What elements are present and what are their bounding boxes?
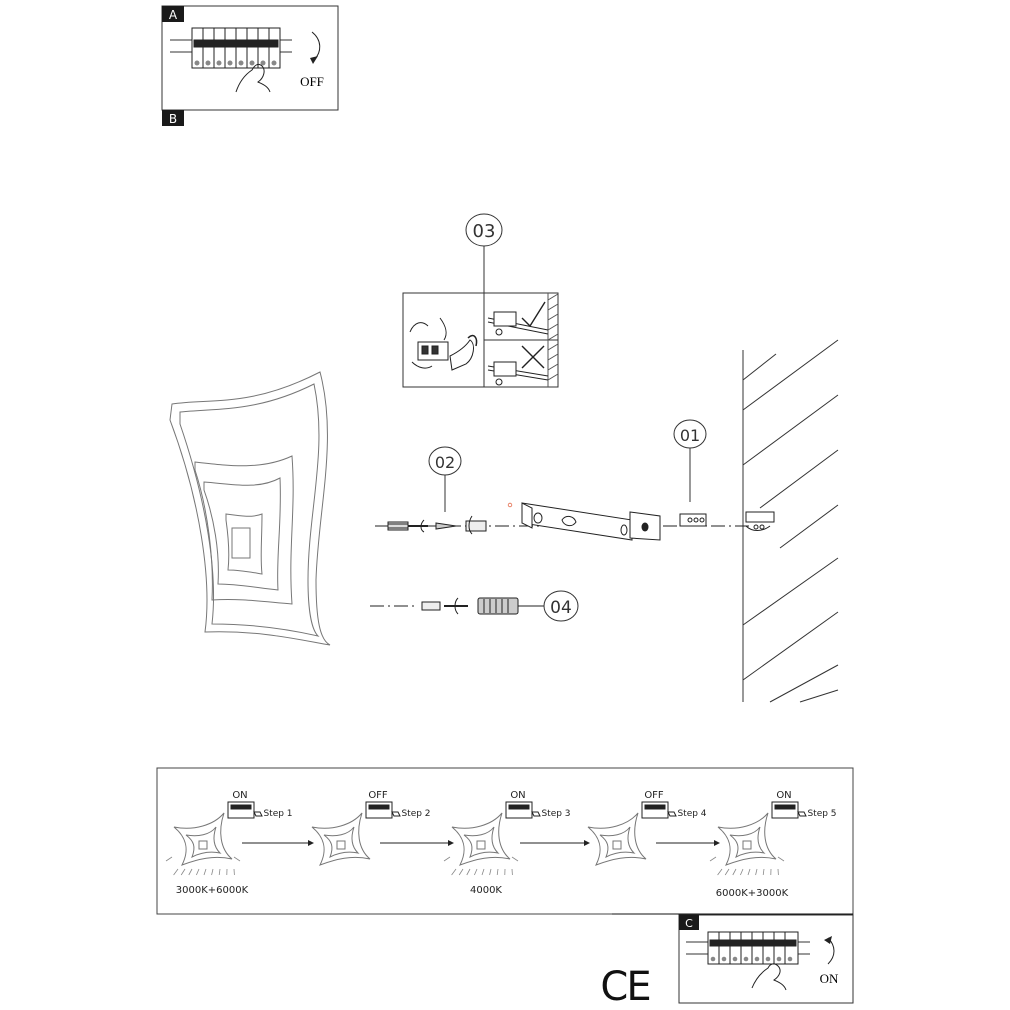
wall-plug-icon [679,513,707,527]
cross-icon [521,345,545,369]
accent-dot [507,502,513,508]
callout-04-label: 04 [550,598,572,618]
callout-02-label: 02 [435,453,455,472]
correct-connection [487,301,549,336]
switch-state-label: OFF [644,790,664,801]
step-arrow-icon [380,840,454,846]
mounting-bracket [521,502,661,541]
mini-lamp-icon [451,812,511,866]
callout-03: 03 [465,213,503,293]
switch-state-label: ON [510,790,525,801]
lamp-outline [169,371,331,646]
checkmark-icon [521,301,546,328]
step-arrow-icon [520,840,590,846]
mini-lamp-icon [587,812,647,866]
terminal-block-icon [409,317,478,371]
panel-b: B [162,110,184,126]
step-sequence-panel [156,767,854,915]
step-4: OFF Step 4 [587,790,720,866]
step-1: ON Step 1 [165,790,314,876]
mounting-assembly [375,502,775,541]
breaker-bank-a [191,27,281,69]
wall-switch-icon [641,801,677,819]
mini-lamp-icon [311,812,371,866]
hand-icon-c [751,963,787,991]
glow-rays [709,856,785,876]
step-2: OFF Step 2 [311,790,454,866]
step-arrow-icon [242,840,314,846]
screwdriver-handle-icon [477,597,546,615]
step-5: ON Step 5 [709,790,837,876]
step-arrow-icon [656,840,720,846]
wrong-connection [487,345,549,386]
callout-01-label: 01 [680,426,700,445]
panel-c: C ON [678,914,854,1004]
connector-inset [402,292,559,388]
switch-state-label: OFF [368,790,388,801]
wall-switch-icon [505,801,541,819]
callout-03-label: 03 [473,221,496,242]
panel-c-state: ON [820,971,839,986]
wall-switch-icon [365,801,401,819]
mini-lamp-icon [173,812,233,866]
step-label: Step 5 [807,809,836,819]
callout-04: 04 [543,590,579,622]
panel-a-tag: A [169,8,178,22]
step-label: Step 2 [401,809,430,819]
color-temp-3: 6000K+3000K [716,888,789,899]
callout-02: 02 [428,446,462,512]
hand-icon [235,63,271,93]
step-label: Step 4 [677,809,706,819]
step-label: Step 1 [263,809,292,819]
wall-switch-icon [771,801,807,819]
glow-rays [165,856,241,876]
step-3: ON Step 3 [443,790,590,876]
switch-state-label: ON [776,790,791,801]
panel-b-tag: B [169,112,177,126]
screwdriver-icon [387,519,428,533]
mini-lamp-icon [717,812,777,866]
ce-mark: CE [600,964,649,1010]
panel-c-tag: C [685,917,693,930]
panel-a-state: OFF [300,74,324,89]
screw-icon [435,522,457,530]
breaker-bank-c [707,931,799,965]
panel-a: A OFF [161,5,339,111]
glow-rays [443,856,519,876]
step-list: ON Step 1 OFF Step 2 ON Step 3 OFF Step 4 ON Step… [165,790,837,876]
wall-switch-icon [227,801,263,819]
color-temp-2: 4000K [470,885,502,896]
callout-01: 01 [673,419,707,502]
step-label: Step 3 [541,809,570,819]
color-temp-1: 3000K+6000K [176,885,249,896]
switch-state-label: ON [232,790,247,801]
anchor-screw-icon [465,515,487,535]
wall-hole [745,511,775,531]
screwdriver-row [370,597,546,615]
